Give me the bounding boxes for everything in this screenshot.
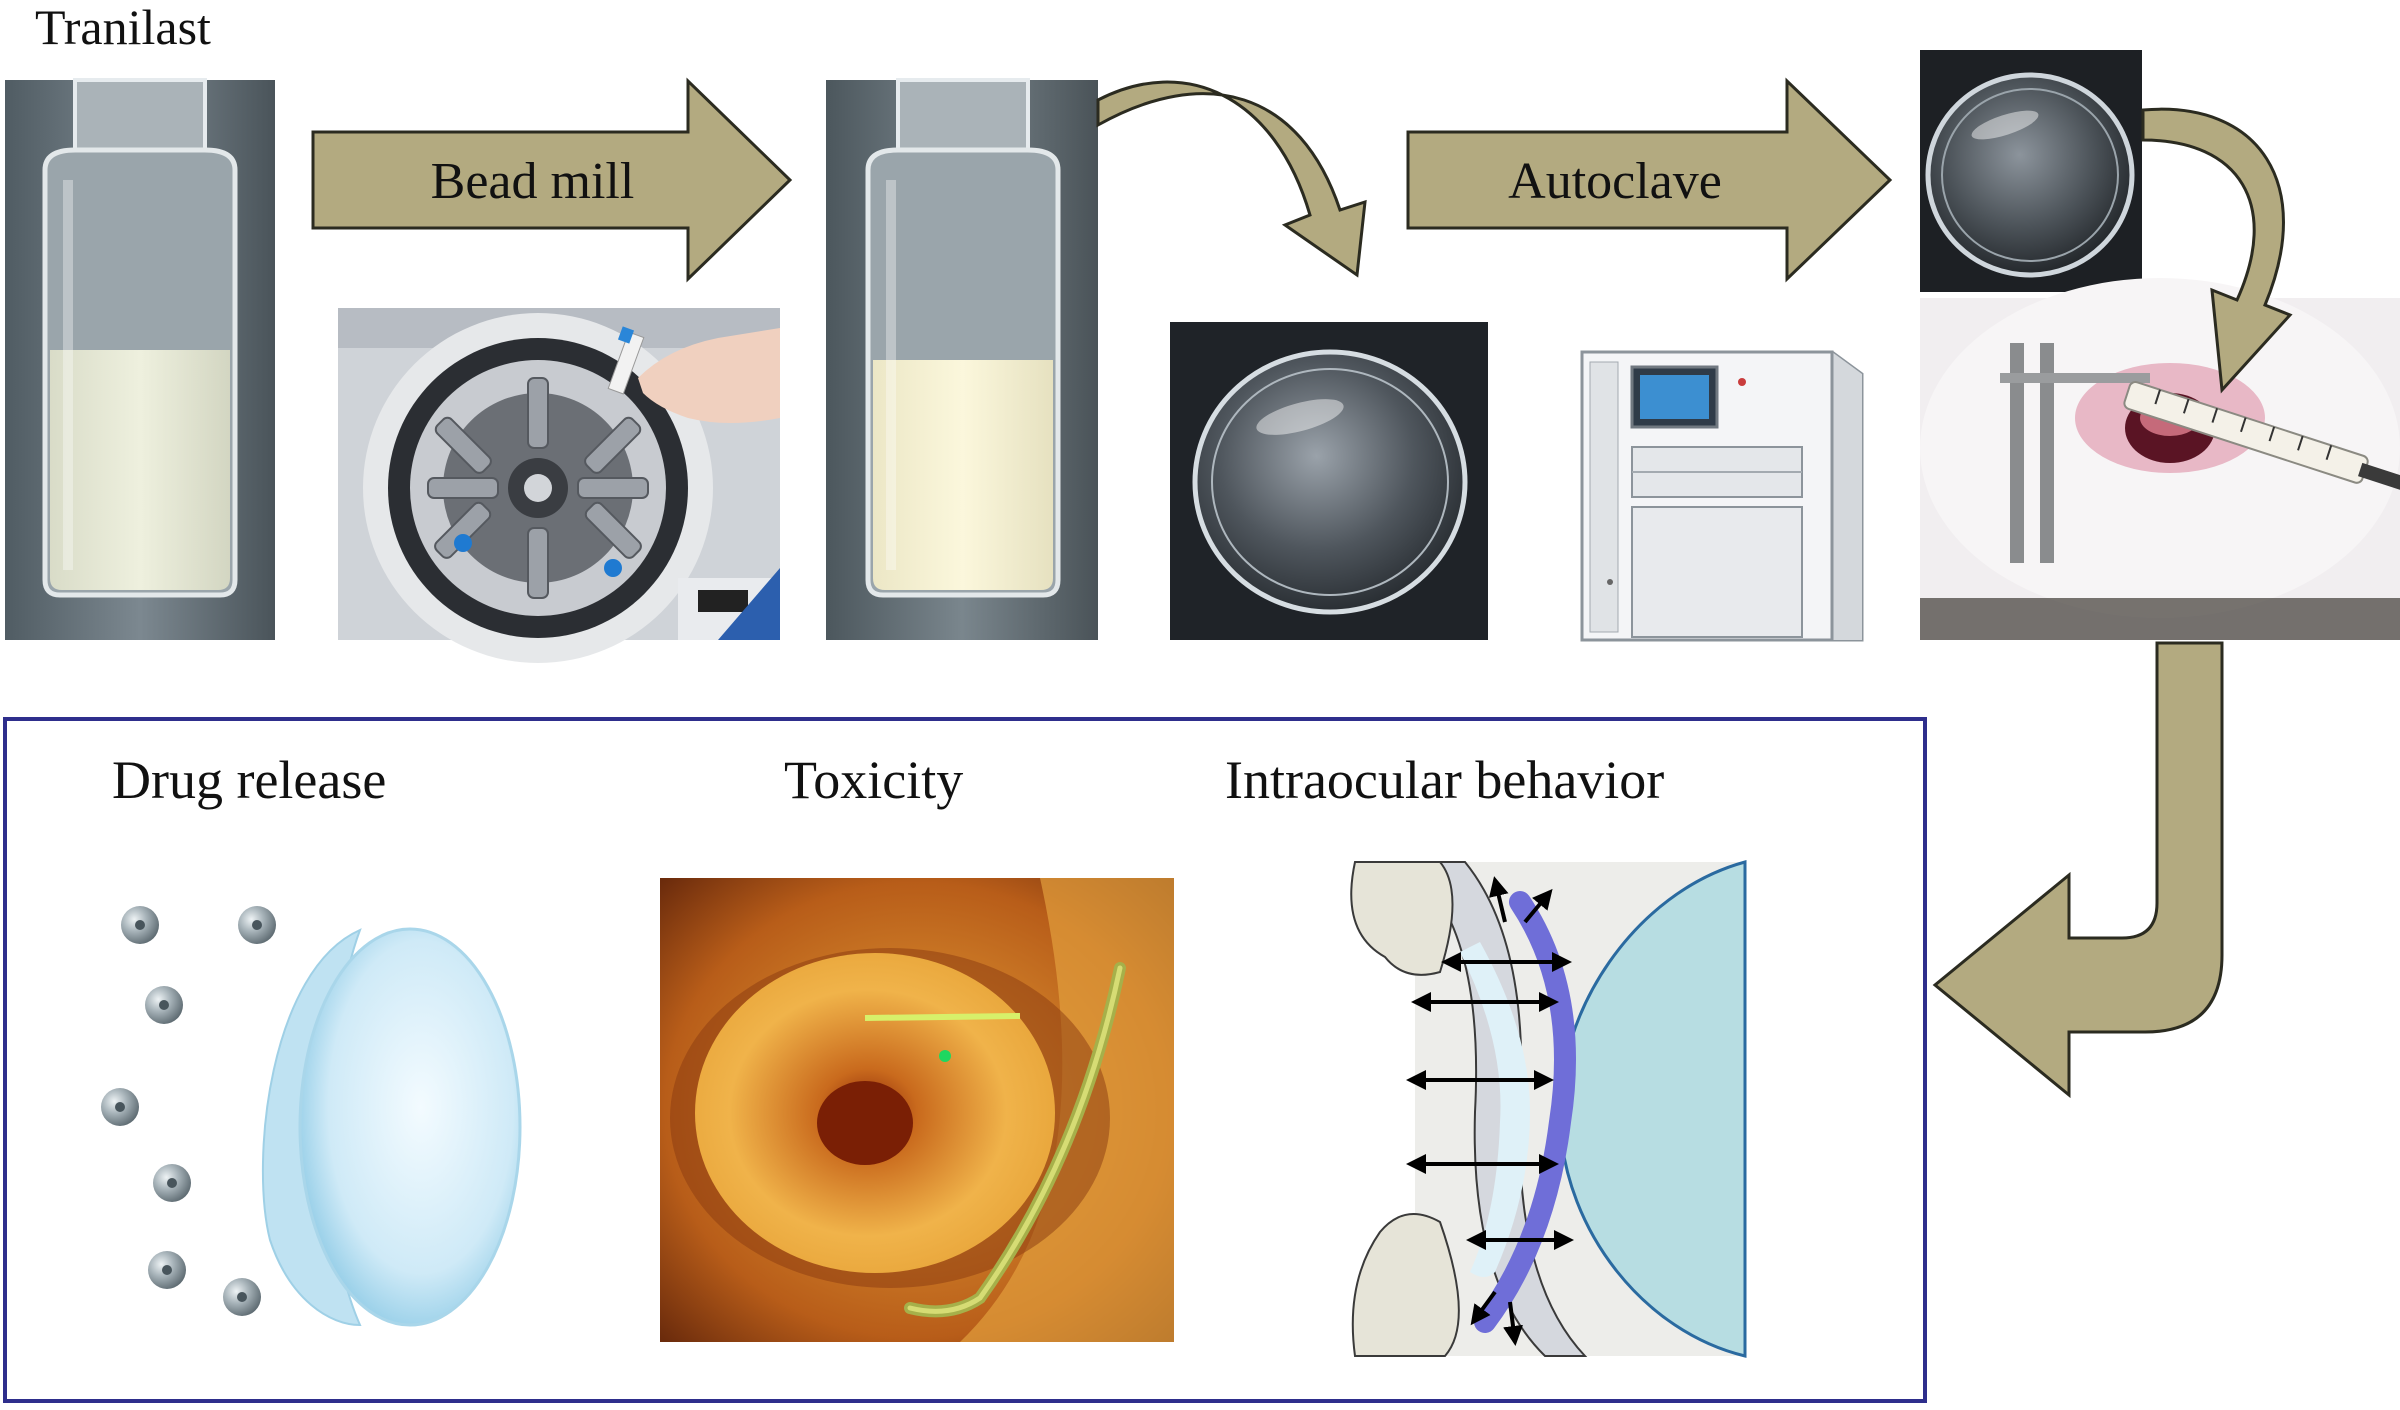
bead-mill-photo xyxy=(338,308,780,663)
curved-arrow-to-eye xyxy=(2141,107,2293,394)
intraocular-behavior-diagram xyxy=(1350,860,1747,1358)
autoclaved-lens-photo xyxy=(1920,50,2142,292)
drug-release-illustration xyxy=(101,906,522,1327)
intraocular-behavior-label: Intraocular behavior xyxy=(1225,750,1665,810)
down-left-arrow-to-evaluation xyxy=(1932,641,2224,1099)
autoclave-machine-illustration xyxy=(1572,322,1872,642)
vial-photo-milled xyxy=(826,78,1098,640)
contact-lens-icon xyxy=(261,927,522,1327)
autoclave-label: Autoclave xyxy=(1508,153,1722,210)
contact-lens-photo xyxy=(1170,322,1488,640)
toxicity-eye-photo xyxy=(660,878,1174,1342)
tranilast-label: Tranilast xyxy=(35,0,211,55)
bead-mill-arrow xyxy=(311,77,793,283)
vial-photo-initial xyxy=(5,78,275,640)
evaluation-panel xyxy=(3,717,1927,1403)
bead-mill-label: Bead mill xyxy=(430,153,635,210)
autoclave-arrow xyxy=(1406,77,1893,283)
drug-particles xyxy=(101,906,276,1316)
drug-release-label: Drug release xyxy=(112,750,387,810)
toxicity-label: Toxicity xyxy=(784,750,964,810)
curved-arrow-to-lens xyxy=(1096,80,1367,278)
rabbit-eye-application-photo xyxy=(1920,278,2400,640)
